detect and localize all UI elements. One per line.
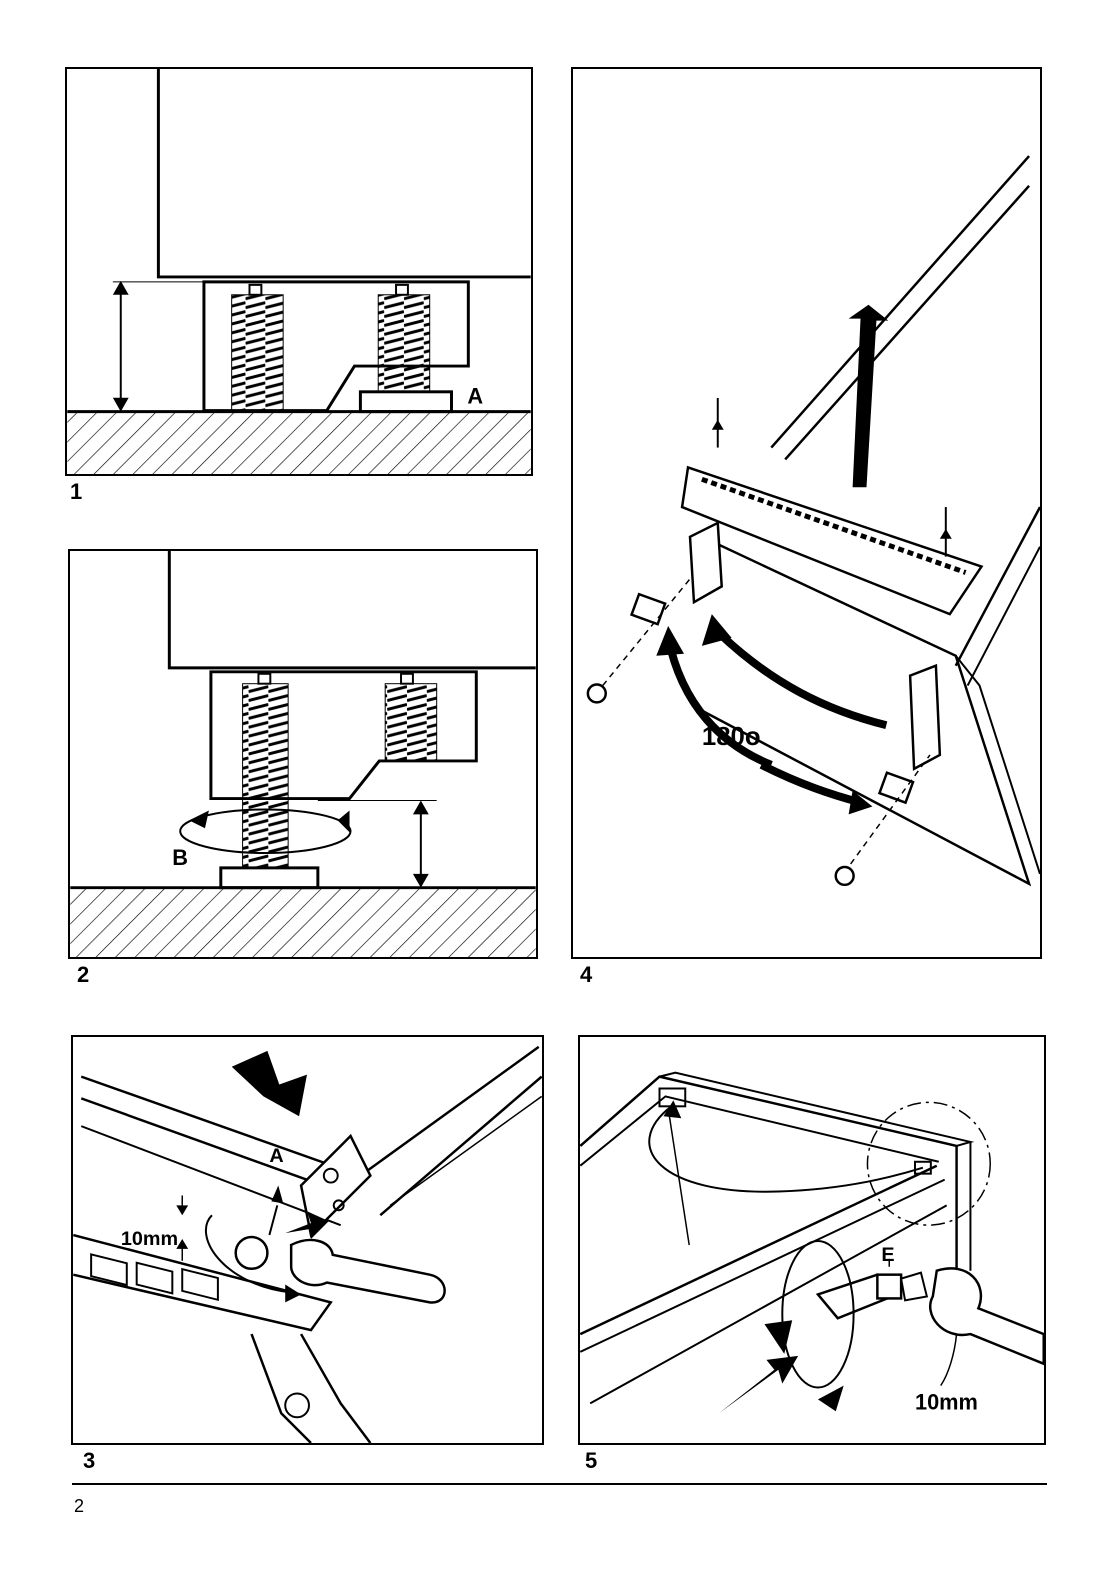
figure-1-panel: A: [65, 67, 533, 476]
figure-4-number: 4: [580, 964, 592, 986]
label-wrench-size: 10mm: [915, 1389, 978, 1414]
label-angle: 180o: [702, 723, 761, 751]
label-b: B: [172, 845, 188, 870]
figure-5-number: 5: [585, 1450, 597, 1472]
figure-3-illustration: A 10mm: [73, 1037, 542, 1443]
page-number: 2: [74, 1496, 84, 1517]
figure-2-number: 2: [77, 964, 89, 986]
figure-2-panel: B: [68, 549, 538, 959]
figure-3-panel: A 10mm: [71, 1035, 544, 1445]
label-a: A: [269, 1145, 283, 1167]
footer-rule: [72, 1483, 1047, 1485]
figure-1-number: 1: [70, 481, 82, 503]
figure-3-number: 3: [83, 1450, 95, 1472]
figure-1-illustration: A: [67, 69, 531, 474]
label-e: E: [881, 1244, 894, 1266]
figure-5-illustration: E 10mm: [580, 1037, 1044, 1443]
figure-4-panel: 180o: [571, 67, 1042, 959]
label-gap: 10mm: [121, 1228, 178, 1250]
figure-4-illustration: 180o: [573, 69, 1040, 957]
figure-5-panel: E 10mm: [578, 1035, 1046, 1445]
figure-2-illustration: B: [70, 551, 536, 957]
label-a: A: [467, 384, 483, 409]
